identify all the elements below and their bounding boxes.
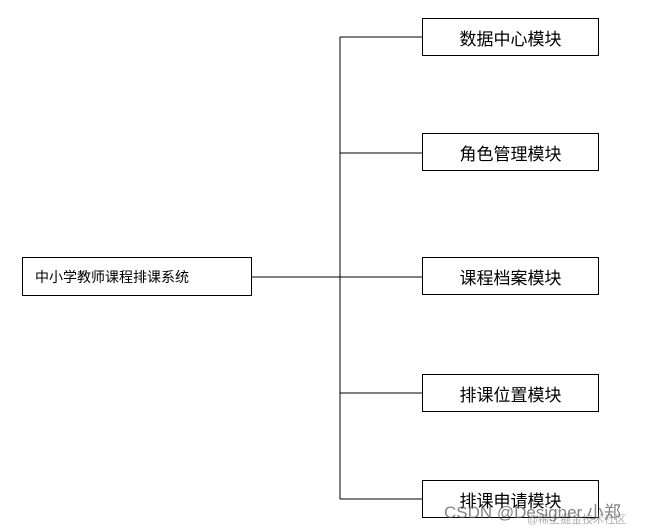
module-node-schedule-location: 排课位置模块 (422, 374, 599, 412)
watermark-subtext: @稀土掘金技术社区 (527, 514, 627, 526)
watermark-text: CSDN @Designer 小郑 (444, 503, 621, 522)
module-node-course-archive: 课程档案模块 (422, 257, 599, 295)
module-node-schedule-request: 排课申请模块 (422, 480, 599, 518)
root-node: 中小学教师课程排课系统 (22, 257, 252, 296)
module-node-label: 排课位置模块 (459, 385, 562, 406)
module-node-label: 课程档案模块 (459, 268, 562, 289)
module-node-label: 数据中心模块 (459, 29, 562, 50)
module-node-label: 角色管理模块 (459, 144, 562, 165)
module-node-data-center: 数据中心模块 (422, 18, 599, 56)
root-node-label: 中小学教师课程排课系统 (35, 269, 189, 286)
module-node-role-management: 角色管理模块 (422, 133, 599, 171)
module-node-label: 排课申请模块 (459, 491, 562, 512)
